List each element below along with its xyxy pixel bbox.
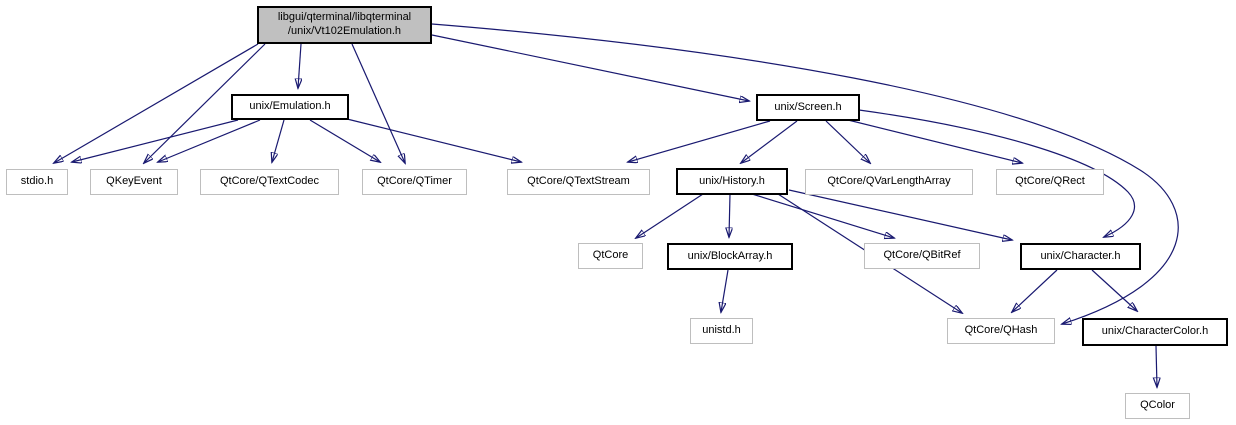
edge-emulation-to-qkeyevent — [158, 119, 261, 162]
node-qhash: QtCore/QHash — [947, 318, 1055, 344]
node-qvarlengtharray: QtCore/QVarLengthArray — [805, 169, 973, 195]
node-charactercolor-h[interactable]: unix/CharacterColor.h — [1082, 318, 1228, 346]
node-stdio-h: stdio.h — [6, 169, 68, 195]
node-vt102emulation-h: libgui/qterminal/libqterminal /unix/Vt10… — [257, 6, 432, 44]
edge-blockarray-to-unistd — [721, 269, 729, 312]
edge-screen-to-qtextstream — [628, 120, 771, 162]
node-qtimer: QtCore/QTimer — [362, 169, 467, 195]
edge-emulation-to-qtextcodec — [272, 119, 285, 162]
edge-screen-to-qvarlengtharray — [825, 120, 870, 163]
node-qcolor: QColor — [1125, 393, 1190, 419]
node-qkeyevent: QKeyEvent — [90, 169, 178, 195]
node-qtextstream: QtCore/QTextStream — [507, 169, 650, 195]
edge-character-to-qhash — [1012, 269, 1058, 312]
node-screen-h[interactable]: unix/Screen.h — [756, 94, 860, 121]
node-qtextcodec: QtCore/QTextCodec — [200, 169, 339, 195]
edge-root-to-emulation — [298, 43, 301, 88]
node-qbitref: QtCore/QBitRef — [864, 243, 980, 269]
edge-root-to-stdio — [54, 43, 259, 163]
node-history-h[interactable]: unix/History.h — [676, 168, 788, 195]
node-qrect: QtCore/QRect — [996, 169, 1104, 195]
edge-history-to-qbitref — [751, 193, 894, 238]
node-emulation-h[interactable]: unix/Emulation.h — [231, 94, 349, 120]
edge-root-to-qkeyevent — [144, 43, 266, 163]
edge-character-to-charactercolor — [1091, 269, 1137, 311]
node-blockarray-h[interactable]: unix/BlockArray.h — [667, 243, 793, 270]
edge-screen-to-character — [858, 109, 1136, 237]
edge-root-to-qtimer — [351, 43, 405, 163]
edge-root-to-qhash — [431, 23, 1179, 324]
node-character-h[interactable]: unix/Character.h — [1020, 243, 1141, 270]
edge-emulation-to-qtextstream — [346, 118, 521, 162]
edge-root-to-screen — [431, 34, 749, 101]
edge-history-to-qtcore — [636, 193, 704, 238]
node-unistd-h: unistd.h — [690, 318, 753, 344]
node-qtcore: QtCore — [578, 243, 643, 269]
edge-screen-to-history — [741, 120, 798, 163]
edge-history-to-character — [788, 189, 1012, 240]
edge-charactercolor-to-qcolor — [1156, 345, 1157, 387]
edge-emulation-to-stdio — [72, 119, 239, 162]
edge-emulation-to-qtimer — [309, 119, 380, 162]
edge-history-to-blockarray — [729, 193, 730, 237]
edge-screen-to-qrect — [847, 119, 1022, 163]
